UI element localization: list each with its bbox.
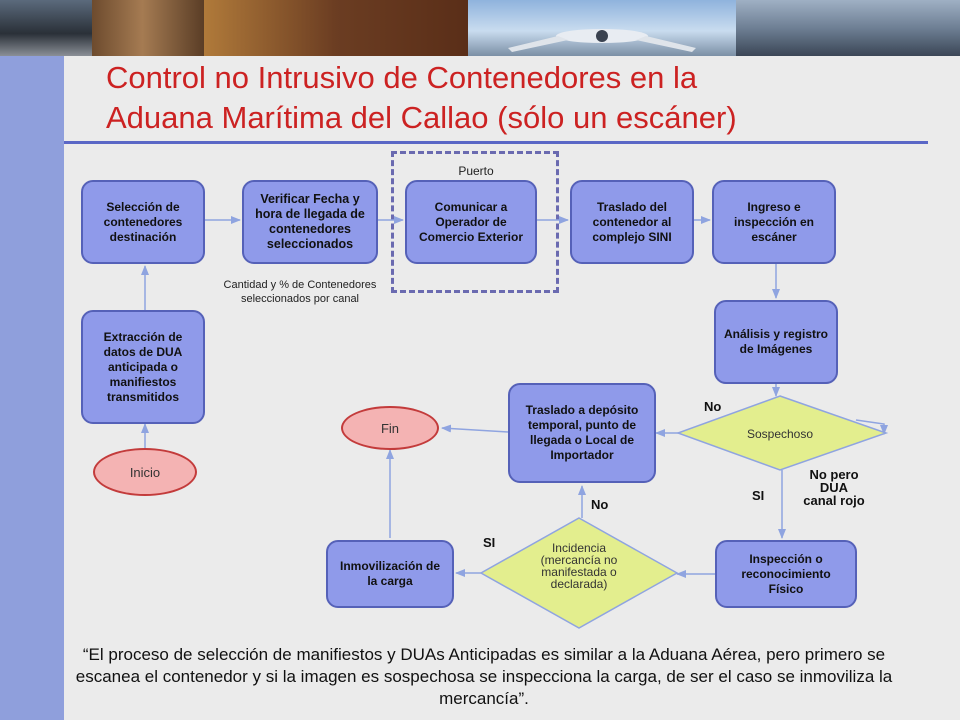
- ingreso-label: Ingreso e inspección en escáner: [733, 199, 815, 244]
- no-label-incidencia: No: [591, 497, 609, 512]
- footer-quote: “El proceso de selección de manifiestos …: [75, 645, 893, 708]
- edge-traslado-fin: [441, 424, 509, 433]
- seleccion-node: Selección de contenedores destinación: [81, 180, 205, 264]
- comunicar-node: Comunicar a Operador de Comercio Exterio…: [405, 180, 537, 264]
- port-cranes-photo: [736, 0, 960, 56]
- inspeccion-label: Inspección o reconocimiento Físico: [741, 551, 831, 596]
- airplane-icon: [508, 29, 696, 52]
- cantidad-note: Cantidad y % de Contenedores seleccionad…: [223, 279, 377, 305]
- slide-title: Control no Intrusivo de Contenedores en …: [106, 58, 926, 138]
- no-pero-label: No pero DUA canal rojo: [803, 467, 865, 508]
- traslado-deposito-label: Traslado a depósito temporal, punto de l…: [525, 403, 639, 462]
- incidencia-diamond: [479, 517, 679, 629]
- title-line-1: Control no Intrusivo de Contenedores en …: [106, 60, 698, 95]
- airplane-photo: [468, 0, 736, 56]
- puerto-label: Puerto: [458, 164, 494, 178]
- ingreso-node: Ingreso e inspección en escáner: [712, 180, 836, 264]
- si-label-sospechoso: SI: [752, 488, 765, 503]
- inmovilizacion-label: Inmovilización de la carga: [339, 559, 441, 588]
- inicio-terminal: Inicio: [93, 448, 197, 496]
- analisis-label: Análisis y registro de Imágenes: [723, 327, 829, 356]
- seleccion-label: Selección de contenedores destinación: [103, 199, 183, 244]
- verificar-label: Verificar Fecha y hora de llegada de con…: [255, 192, 365, 251]
- title-line-2: Aduana Marítima del Callao (sólo un escá…: [106, 100, 737, 135]
- no-label-sospechoso: No: [704, 399, 722, 414]
- title-underline: [64, 141, 928, 144]
- sospechoso-label: Sospechoso: [746, 427, 814, 441]
- warehouse-photo: [92, 0, 204, 56]
- analisis-node: Análisis y registro de Imágenes: [714, 300, 838, 384]
- inmovilizacion-node: Inmovilización de la carga: [326, 540, 454, 608]
- port-dashed-frame: [391, 151, 559, 293]
- comunicar-label: Comunicar a Operador de Comercio Exterio…: [418, 199, 524, 244]
- sospechoso-diamond: [675, 395, 889, 471]
- inspeccion-node: Inspección o reconocimiento Físico: [715, 540, 857, 608]
- extraccion-node: Extracción de datos de DUA anticipada o …: [81, 310, 205, 424]
- gradient-band: [204, 0, 468, 56]
- traslado-deposito-node: Traslado a depósito temporal, punto de l…: [508, 383, 656, 483]
- extraccion-label: Extracción de datos de DUA anticipada o …: [103, 329, 183, 404]
- traslado-sini-node: Traslado del contenedor al complejo SINI: [570, 180, 694, 264]
- header-photo-strip: [0, 0, 960, 56]
- truck-photo: [0, 0, 92, 56]
- traslado-sini-label: Traslado del contenedor al complejo SINI: [592, 199, 672, 244]
- si-label-incidencia: SI: [483, 535, 496, 550]
- incidencia-label: Incidencia (mercancía no manifestada o d…: [540, 541, 618, 591]
- fin-label: Fin: [380, 420, 400, 436]
- left-accent-bar: [0, 0, 64, 720]
- inicio-label: Inicio: [129, 464, 161, 480]
- fin-terminal: Fin: [341, 406, 439, 450]
- edge-sospechoso-right: [855, 419, 888, 435]
- verificar-node: Verificar Fecha y hora de llegada de con…: [242, 180, 378, 264]
